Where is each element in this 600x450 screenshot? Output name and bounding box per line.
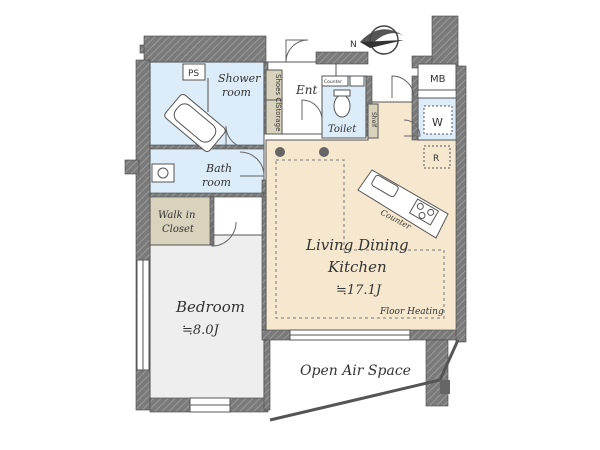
ldk-label-2: Kitchen <box>327 258 387 276</box>
floor-heating-label: Floor Heating <box>379 307 444 317</box>
walkin-closet-label-1: Walk in <box>158 210 195 221</box>
compass-north-label: N <box>350 40 357 50</box>
fridge-label: R <box>433 154 439 164</box>
toilet-counter-box <box>321 75 349 87</box>
shower-room-label-1: Shower <box>218 72 261 85</box>
walkin-closet-label-2: Closet <box>162 224 195 235</box>
shoes-closet-label: Shoes Cl. <box>274 74 282 106</box>
storage-label: Storage <box>274 104 282 131</box>
ldk-label-1: Living Dining <box>305 236 409 254</box>
cooktop <box>408 198 440 226</box>
fridge-box <box>423 145 451 169</box>
windows <box>136 259 411 413</box>
floor-heating-zone <box>275 159 445 319</box>
ps-bath-icon <box>157 167 169 179</box>
bedroom-label: Bedroom <box>175 298 245 316</box>
washer-box <box>423 105 453 135</box>
balcony-post <box>440 380 450 394</box>
bath-room-label-1: Bath <box>205 162 232 175</box>
open-air-space-label: Open Air Space <box>300 363 411 379</box>
ldk-area: ≒17.1J <box>336 283 382 298</box>
mb-box <box>417 63 457 91</box>
column-dot-left <box>275 147 285 157</box>
ps-top-box <box>182 63 206 81</box>
ps-top-label: PS <box>188 69 199 79</box>
shoes-storage-strip <box>265 69 283 135</box>
bathtub <box>164 94 226 152</box>
column-dot-right <box>319 147 329 157</box>
bathtub-inner <box>173 103 217 143</box>
bedroom-area: ≒8.0J <box>182 323 220 338</box>
entrance-label: Ent <box>295 83 317 97</box>
doors <box>211 39 421 247</box>
bath-room-label-2: room <box>202 176 231 189</box>
toilet-label: Toilet <box>328 124 357 135</box>
shelf-strip <box>367 103 379 139</box>
toilet-tank <box>333 89 351 97</box>
ps-bath-box <box>151 163 175 183</box>
toilet-bowl <box>333 94 351 118</box>
toilet-counter-label: Counter <box>324 79 342 85</box>
sink <box>371 174 399 198</box>
ps-toilet-box <box>349 75 365 87</box>
bedroom-floor <box>149 234 265 401</box>
washer-label: W <box>432 116 443 129</box>
shower-room-label-2: room <box>222 86 251 99</box>
mb-label: MB <box>430 74 446 85</box>
shelf-label: Shelf <box>370 112 377 128</box>
compass-rose: N <box>350 25 404 55</box>
